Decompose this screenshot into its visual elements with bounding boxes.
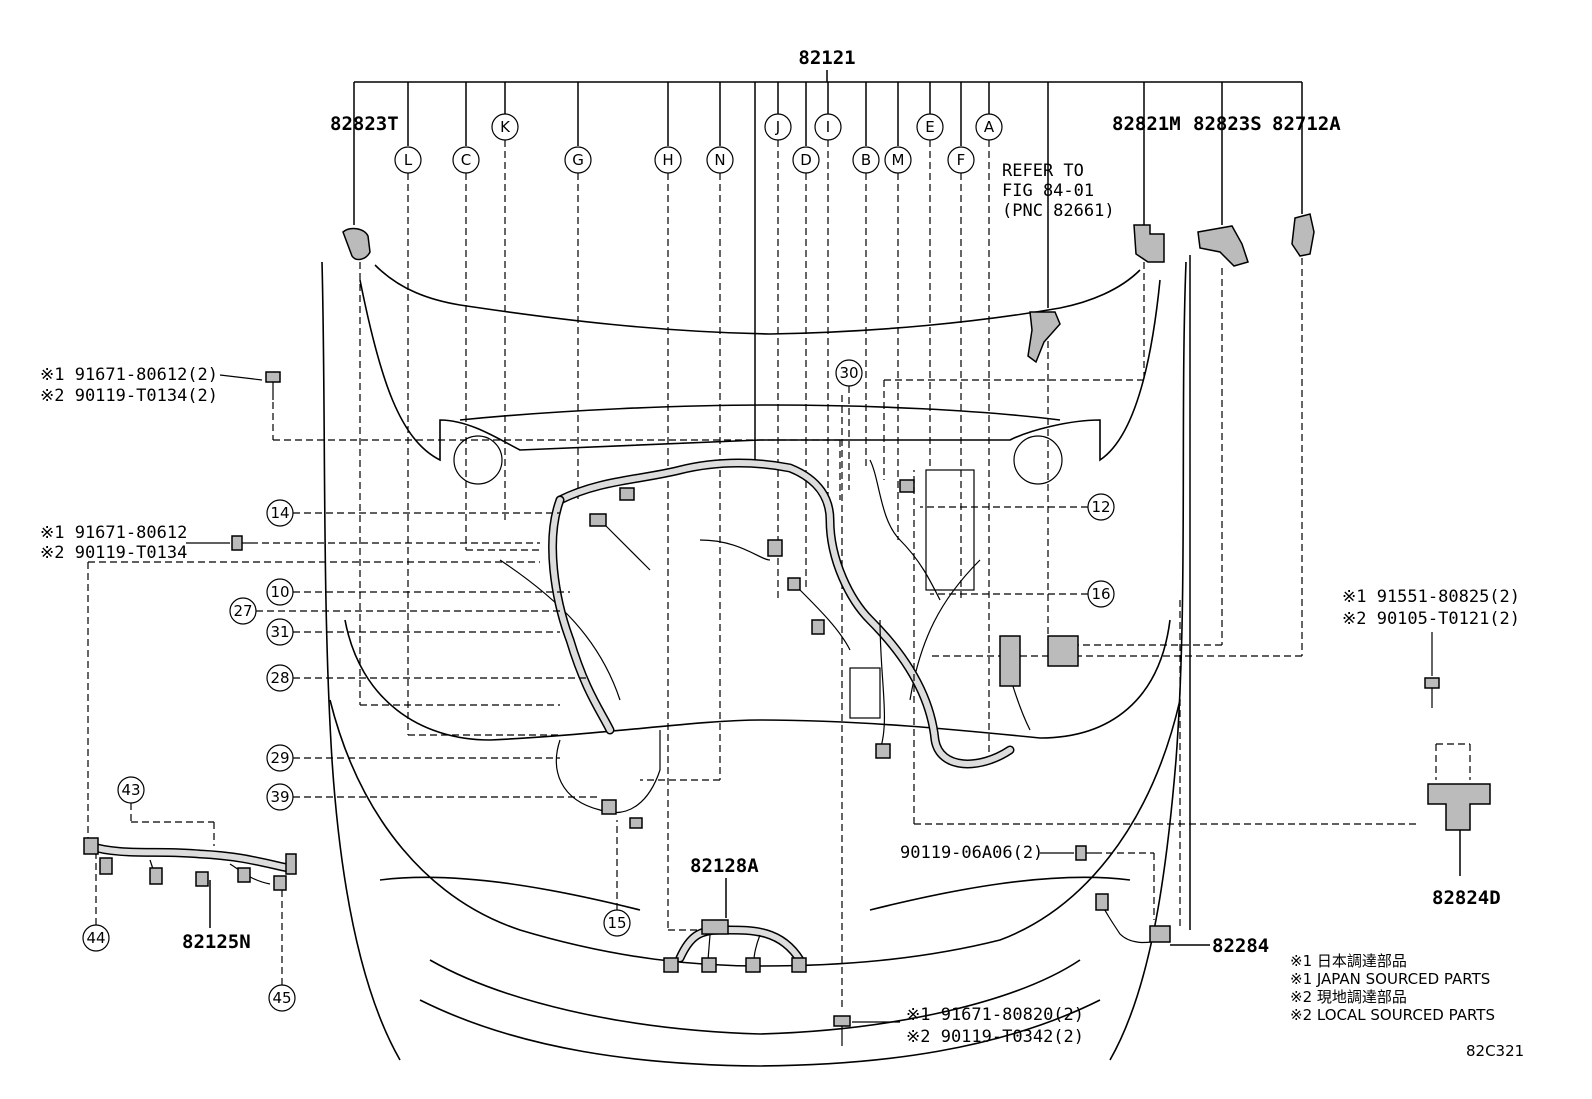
bottom-bolt-line-2: ※2 90119-T0342(2) [906, 1027, 1084, 1047]
callout-29: 29 [270, 749, 289, 767]
mid-bolt-label: 90119-06A06(2) [900, 843, 1043, 863]
part-label-82284: 82284 [1212, 935, 1269, 957]
left-bolt-1: ※1 91671-80612(2) ※2 90119-T0134(2) [40, 365, 841, 500]
legend-line-4: ※2 LOCAL SOURCED PARTS [1290, 1006, 1495, 1024]
main-part-bracket: 82121 [353, 47, 1303, 460]
callout-M: M [892, 151, 905, 169]
callout-F: F [957, 151, 966, 169]
mid-bolt: 90119-06A06(2) [900, 843, 1155, 920]
part-label-82128A: 82128A [690, 855, 759, 877]
left-bolt-2: ※1 91671-80612 ※2 90119-T0134 [40, 523, 540, 563]
connector-82823S [1197, 225, 1249, 267]
part-label-82125N: 82125N [182, 931, 251, 953]
callout-44: 44 [86, 929, 105, 947]
connector-82712A [1291, 213, 1315, 257]
right-bolt-line-1: ※1 91551-80825(2) [1342, 587, 1520, 607]
left-bolt-2-line-1: ※1 91671-80612 [40, 523, 187, 543]
refer-note: REFER TO FIG 84-01 (PNC 82661) [1002, 161, 1115, 221]
legend: ※1 日本調達部品 ※1 JAPAN SOURCED PARTS ※2 現地調達… [1290, 952, 1495, 1024]
legend-line-2: ※1 JAPAN SOURCED PARTS [1290, 970, 1490, 988]
callout-15: 15 [607, 914, 626, 932]
callout-27: 27 [233, 602, 252, 620]
callout-B: B [861, 151, 871, 169]
part-label-82712A: 82712A [1272, 113, 1341, 135]
right-bolt: ※1 91551-80825(2) ※2 90105-T0121(2) [1342, 587, 1520, 780]
sub-harness-82128A: 82128A [663, 855, 807, 973]
callout-D: D [800, 151, 812, 169]
callout-14: 14 [270, 504, 289, 522]
callout-C: C [461, 151, 471, 169]
sensor-82284: 82284 [1095, 600, 1269, 957]
callout-K: K [500, 118, 511, 136]
callout-28: 28 [270, 669, 289, 687]
callout-I: I [826, 118, 830, 136]
letter-leader-lines [359, 140, 1049, 1010]
main-engine-harness [548, 458, 1079, 829]
main-part-number: 82121 [798, 47, 855, 69]
callout-H: H [662, 151, 673, 169]
right-part-leaders [883, 114, 1303, 930]
part-label-82824D: 82824D [1432, 887, 1501, 909]
legend-line-3: ※2 現地調達部品 [1290, 988, 1407, 1006]
number-callouts: 30 14 12 10 16 27 31 28 29 39 43 44 45 1… [82, 359, 1115, 1012]
part-label-82823S: 82823S [1193, 113, 1262, 135]
callout-E: E [925, 118, 934, 136]
callout-J: J [775, 118, 780, 136]
left-bolt-2-line-2: ※2 90119-T0134 [40, 543, 187, 563]
sensor-82824D: 82824D [913, 470, 1501, 909]
part-label-82821M: 82821M [1112, 113, 1181, 135]
callout-G: G [572, 151, 584, 169]
callout-N: N [714, 151, 725, 169]
sub-harness-82125N: 82125N [83, 561, 540, 953]
refer-line-1: REFER TO [1002, 161, 1084, 181]
refer-line-3: (PNC 82661) [1002, 201, 1115, 221]
callout-A: A [984, 118, 995, 136]
callout-16: 16 [1091, 585, 1110, 603]
left-bolt-1-line-1: ※1 91671-80612(2) [40, 365, 218, 385]
refer-line-2: FIG 84-01 [1002, 181, 1094, 201]
letter-callouts: L C K G H N J I D B M E F A [394, 113, 1003, 174]
callout-L: L [404, 151, 413, 169]
car-body-outline [321, 261, 1187, 1067]
left-bolt-1-line-2: ※2 90119-T0134(2) [40, 386, 218, 406]
callout-12: 12 [1091, 498, 1110, 516]
legend-line-1: ※1 日本調達部品 [1290, 952, 1407, 970]
bracket-82661 [1027, 311, 1061, 364]
bottom-bolt-line-1: ※1 91671-80820(2) [906, 1005, 1084, 1025]
bottom-bolt: ※1 91671-80820(2) ※2 90119-T0342(2) [833, 1005, 1084, 1047]
right-bolt-line-2: ※2 90105-T0121(2) [1342, 609, 1520, 629]
callout-31: 31 [270, 623, 289, 641]
connector-82823T [342, 227, 371, 261]
connector-82821M [1133, 224, 1165, 263]
callout-45: 45 [272, 989, 291, 1007]
figure-id: 82C321 [1466, 1042, 1524, 1060]
callout-30: 30 [839, 364, 858, 382]
callout-43: 43 [121, 781, 140, 799]
callout-10: 10 [270, 583, 289, 601]
part-label-82823T: 82823T [330, 113, 399, 135]
callout-39: 39 [270, 788, 289, 806]
